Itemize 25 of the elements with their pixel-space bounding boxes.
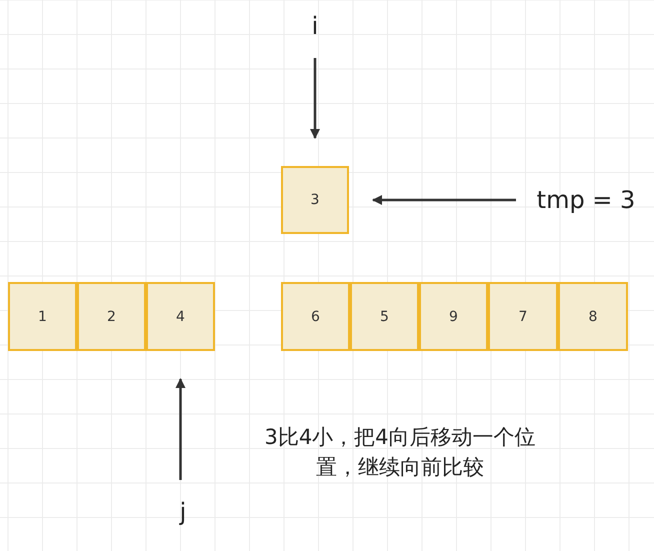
cell-value: 4 — [176, 308, 185, 324]
array-cell — [8, 282, 77, 351]
array-cell — [281, 166, 349, 234]
cell-value: 3 — [310, 192, 320, 208]
cell-value: 7 — [518, 308, 528, 324]
array-cell — [77, 282, 146, 351]
note-text: 3比4小，把4向后移动一个位置，继续向前比较 — [263, 424, 537, 481]
cell-value: 9 — [449, 308, 458, 324]
pointer-label: i — [312, 12, 318, 40]
array-cell — [350, 282, 419, 351]
array-cell — [488, 282, 558, 351]
arrow — [372, 195, 516, 205]
pointer-label: j — [180, 498, 186, 526]
array-cell — [558, 282, 628, 351]
arrow — [176, 378, 186, 480]
cell-value: 1 — [38, 308, 47, 324]
arrow — [310, 58, 320, 139]
array-cell — [419, 282, 488, 351]
array-cell — [146, 282, 215, 351]
cell-value: 2 — [107, 308, 116, 324]
pointer-label: tmp = 3 — [536, 186, 636, 214]
cell-value: 5 — [380, 308, 389, 324]
array-cell — [281, 282, 350, 351]
cell-value: 8 — [588, 308, 598, 324]
cell-value: 6 — [311, 308, 320, 324]
